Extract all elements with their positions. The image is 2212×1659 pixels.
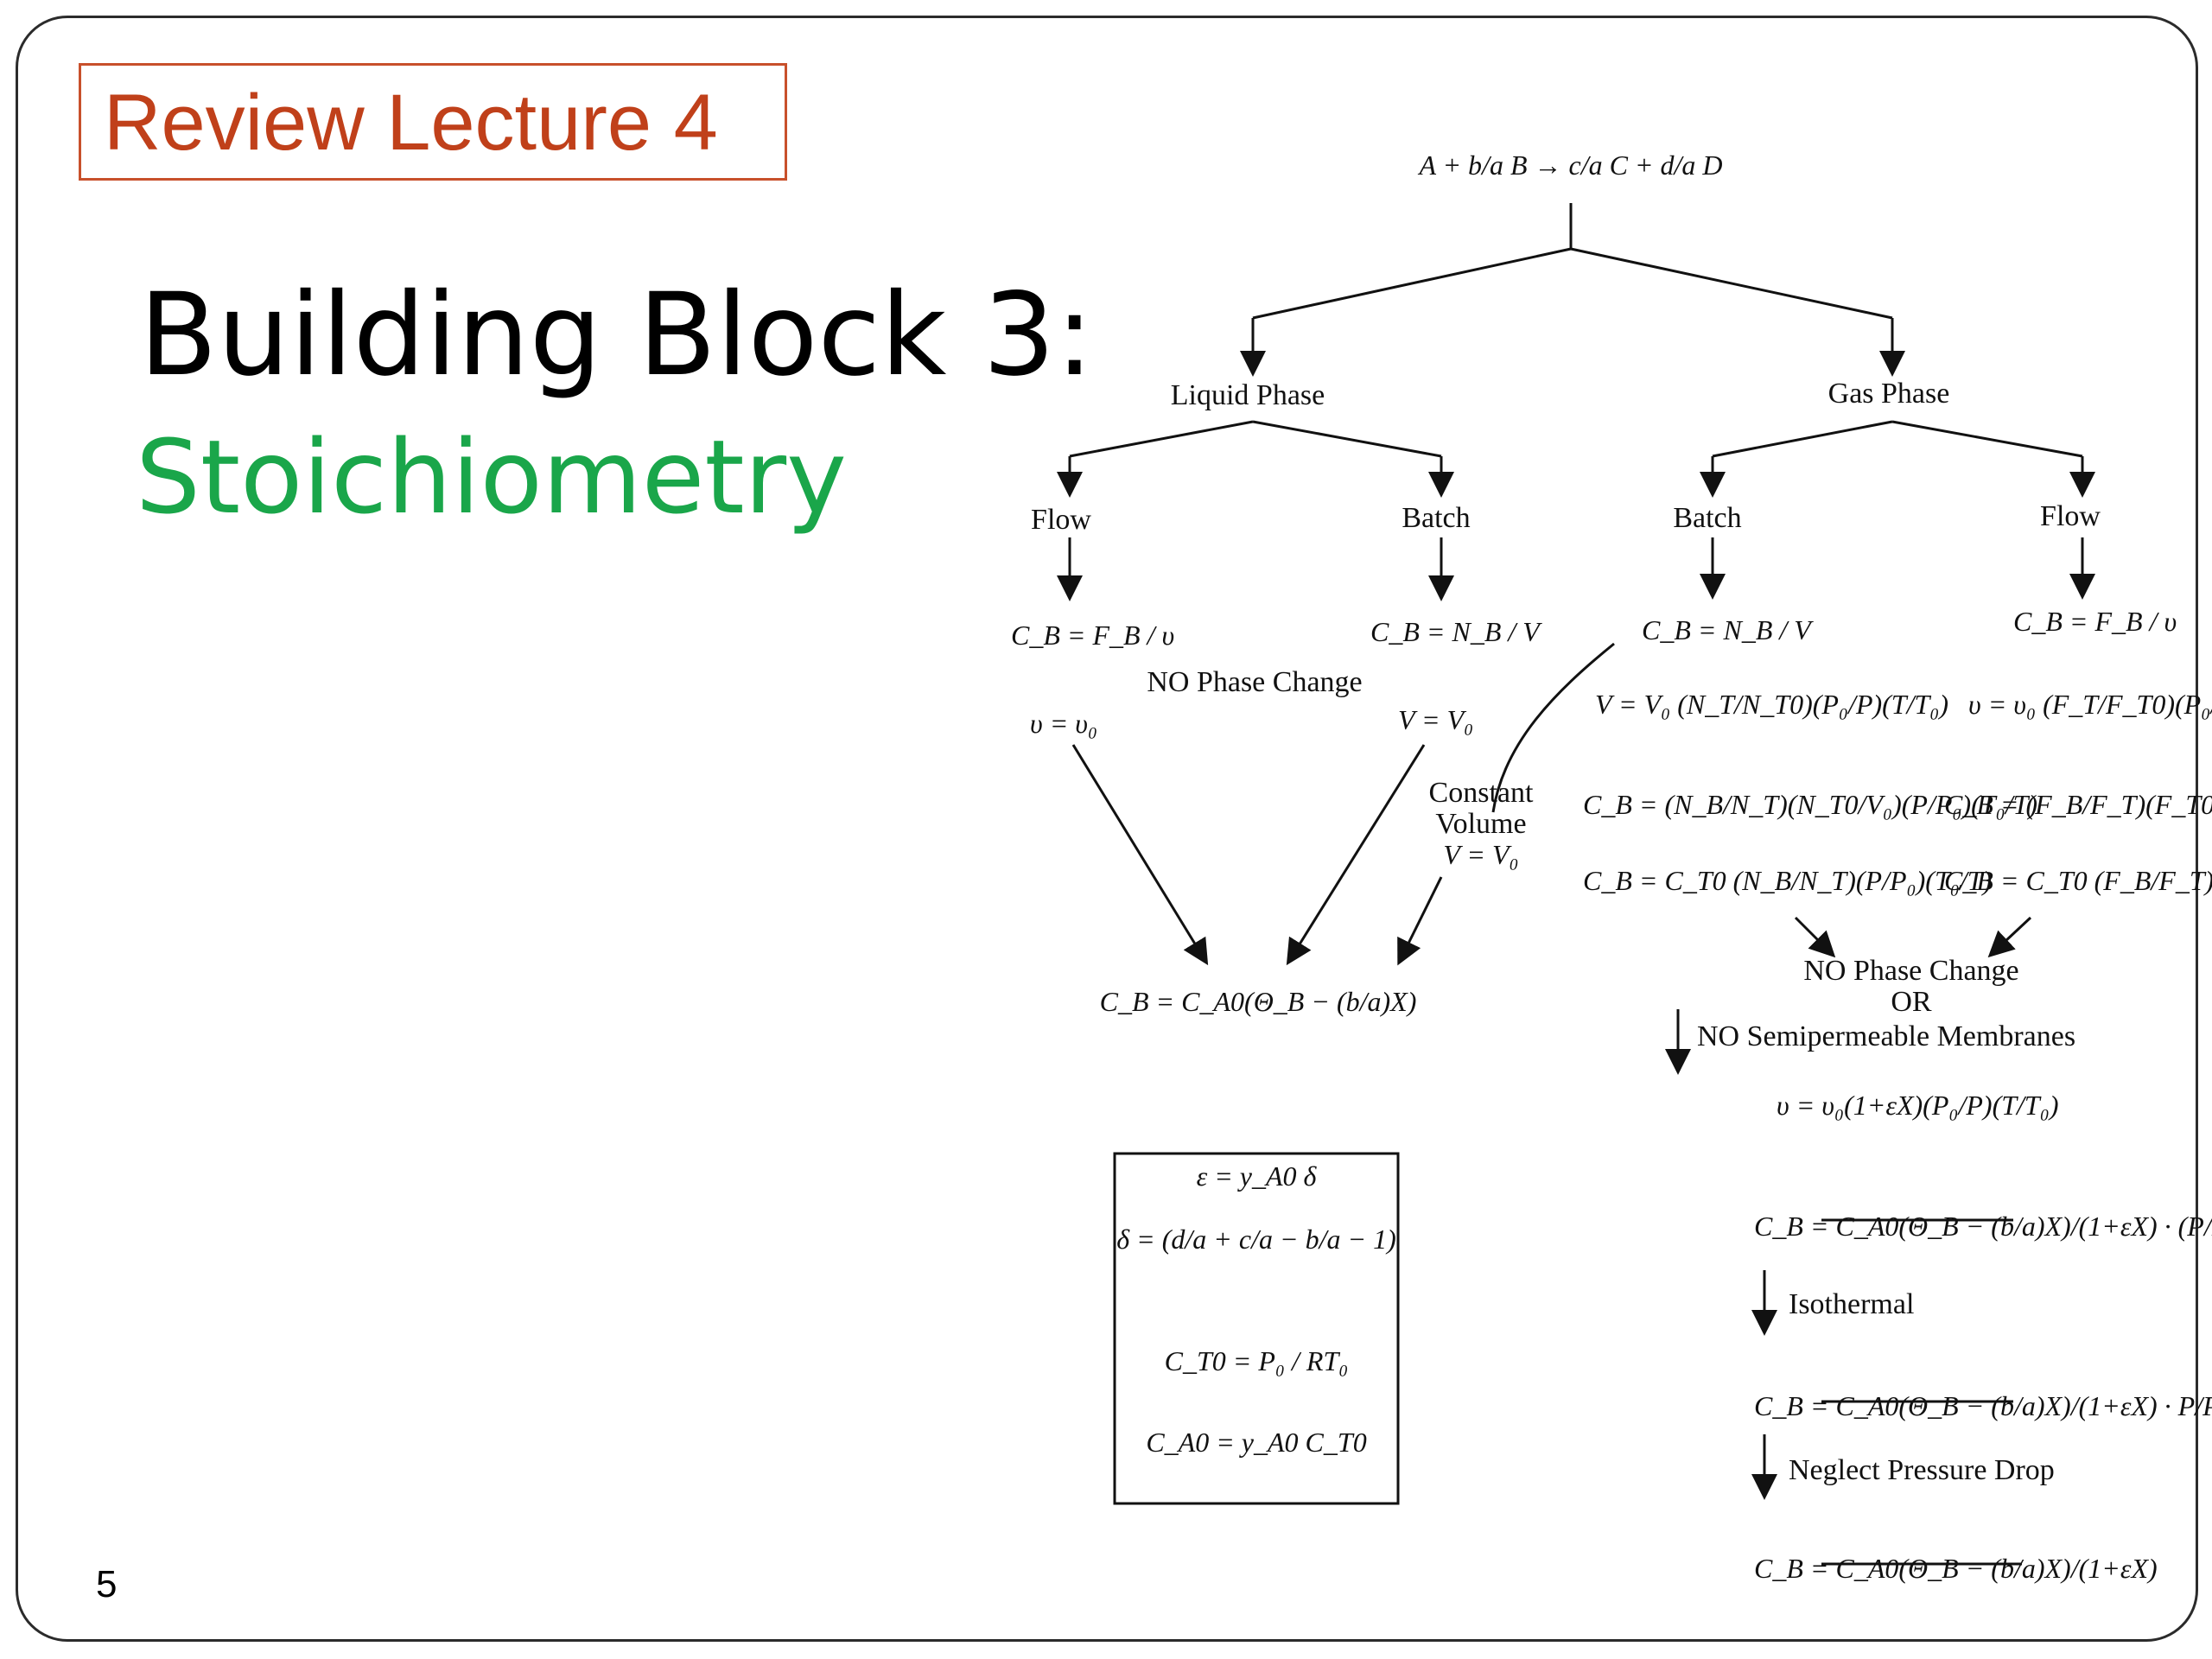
liquid-phase-label: Liquid Phase bbox=[1171, 379, 1325, 411]
eq-gas-batch-1: C_B = N_B / V bbox=[1642, 614, 1814, 645]
eq-liquid-batch-cb: C_B = N_B / V bbox=[1370, 616, 1542, 647]
no-semipermeable-label: NO Semipermeable Membranes bbox=[1697, 1020, 2075, 1052]
gas-batch-label: Batch bbox=[1673, 502, 1741, 534]
branch-gas-flow bbox=[1891, 420, 2083, 458]
eq-gas-cb-isothermal: C_B = C_A0(Θ_B − (b/a)X)/(1+εX) · P/P₀ bbox=[1754, 1390, 2212, 1421]
constant-volume-curve bbox=[1491, 642, 1615, 813]
eq-gas-cb-final: C_B = C_A0(Θ_B − (b/a)X)/(1+εX) bbox=[1754, 1553, 2158, 1584]
eq-liquid-batch-v: V = V₀ bbox=[1398, 704, 1473, 735]
eq-gas-batch-4: C_B = C_T0 (N_B/N_T)(P/P₀)(T₀/T) bbox=[1583, 865, 1992, 896]
box-eq-ct0: C_T0 = P₀ / RT₀ bbox=[1165, 1345, 1349, 1376]
eq-gas-cb-general: C_B = C_A0(Θ_B − (b/a)X)/(1+εX) · (P/P₀)… bbox=[1754, 1211, 2212, 1242]
arrow-gasflow-nophase bbox=[1987, 916, 2032, 958]
branch-to-liquid bbox=[1252, 247, 1572, 320]
no-phase-change-2-label: NO Phase Change bbox=[1803, 955, 2018, 987]
neglect-pressure-drop-label: Neglect Pressure Drop bbox=[1789, 1454, 2055, 1486]
box-eq-delta: δ = (d/a + c/a − b/a − 1) bbox=[1116, 1224, 1395, 1255]
slide-subtitle: Stoichiometry bbox=[136, 417, 847, 537]
eq-liquid-flow-v: υ = υ₀ bbox=[1030, 708, 1097, 739]
arrow-gasbatch-nophase bbox=[1794, 916, 1836, 958]
eq-liquid-result: C_B = C_A0(Θ_B − (b/a)X) bbox=[1100, 986, 1417, 1017]
arrow-flow-to-result bbox=[1071, 744, 1209, 966]
gas-phase-label: Gas Phase bbox=[1828, 378, 1950, 410]
eq-gas-flow-3: C_B = (F_B/F_T)(F_T0/υ₀)(P/P₀)(T₀/T) bbox=[1944, 789, 2212, 820]
page-number: 5 bbox=[96, 1563, 118, 1605]
eq-gas-flow-4: C_B = C_T0 (F_B/F_T)(P/P₀)(T₀/T) bbox=[1944, 865, 2212, 896]
slide-title: Building Block 3: bbox=[139, 269, 1094, 402]
constant-volume-line3: V = V₀ bbox=[1443, 839, 1518, 870]
liquid-batch-label: Batch bbox=[1402, 502, 1470, 534]
liquid-flow-label: Flow bbox=[1031, 504, 1091, 536]
branch-liquid-batch bbox=[1252, 420, 1442, 458]
eq-gas-flow-2: υ = υ₀ (F_T/F_T0)(P₀/P)(T/T₀) bbox=[1968, 689, 2212, 720]
constant-volume-line2: Volume bbox=[1435, 808, 1526, 840]
branch-gas-batch bbox=[1712, 420, 1893, 458]
eq-liquid-flow-cb: C_B = F_B / υ bbox=[1011, 620, 1174, 651]
gas-flow-label: Flow bbox=[2040, 500, 2101, 532]
arrow-batch-to-result bbox=[1286, 744, 1426, 966]
eq-gas-flow-1: C_B = F_B / υ bbox=[2013, 606, 2177, 637]
slide: Review Lecture 4 Building Block 3: Stoic… bbox=[16, 16, 2198, 1642]
constant-volume-line1: Constant bbox=[1429, 777, 1534, 809]
arrow-constvol-to-result bbox=[1397, 876, 1443, 966]
box-eq-epsilon: ε = y_A0 δ bbox=[1197, 1160, 1318, 1192]
eq-gas-v: υ = υ₀(1+εX)(P₀/P)(T/T₀) bbox=[1777, 1090, 2059, 1121]
no-phase-change-label: NO Phase Change bbox=[1147, 666, 1362, 698]
branch-to-gas bbox=[1570, 247, 1893, 320]
eq-gas-batch-2: V = V₀ (N_T/N_T0)(P₀/P)(T/T₀) bbox=[1595, 689, 1948, 720]
isothermal-label: Isothermal bbox=[1789, 1288, 1914, 1320]
definitions-box bbox=[1113, 1152, 1400, 1505]
eq-gas-batch-3: C_B = (N_B/N_T)(N_T0/V₀)(P/P₀)(T₀/T) bbox=[1583, 789, 2037, 820]
reaction-equation: A + b/a B → c/a C + d/a D bbox=[1417, 149, 1722, 181]
or-label: OR bbox=[1891, 986, 1932, 1018]
review-label-box: Review Lecture 4 bbox=[79, 63, 787, 181]
branch-liquid-flow bbox=[1069, 420, 1254, 458]
review-label: Review Lecture 4 bbox=[104, 79, 718, 167]
box-eq-ca0: C_A0 = y_A0 C_T0 bbox=[1146, 1427, 1366, 1458]
